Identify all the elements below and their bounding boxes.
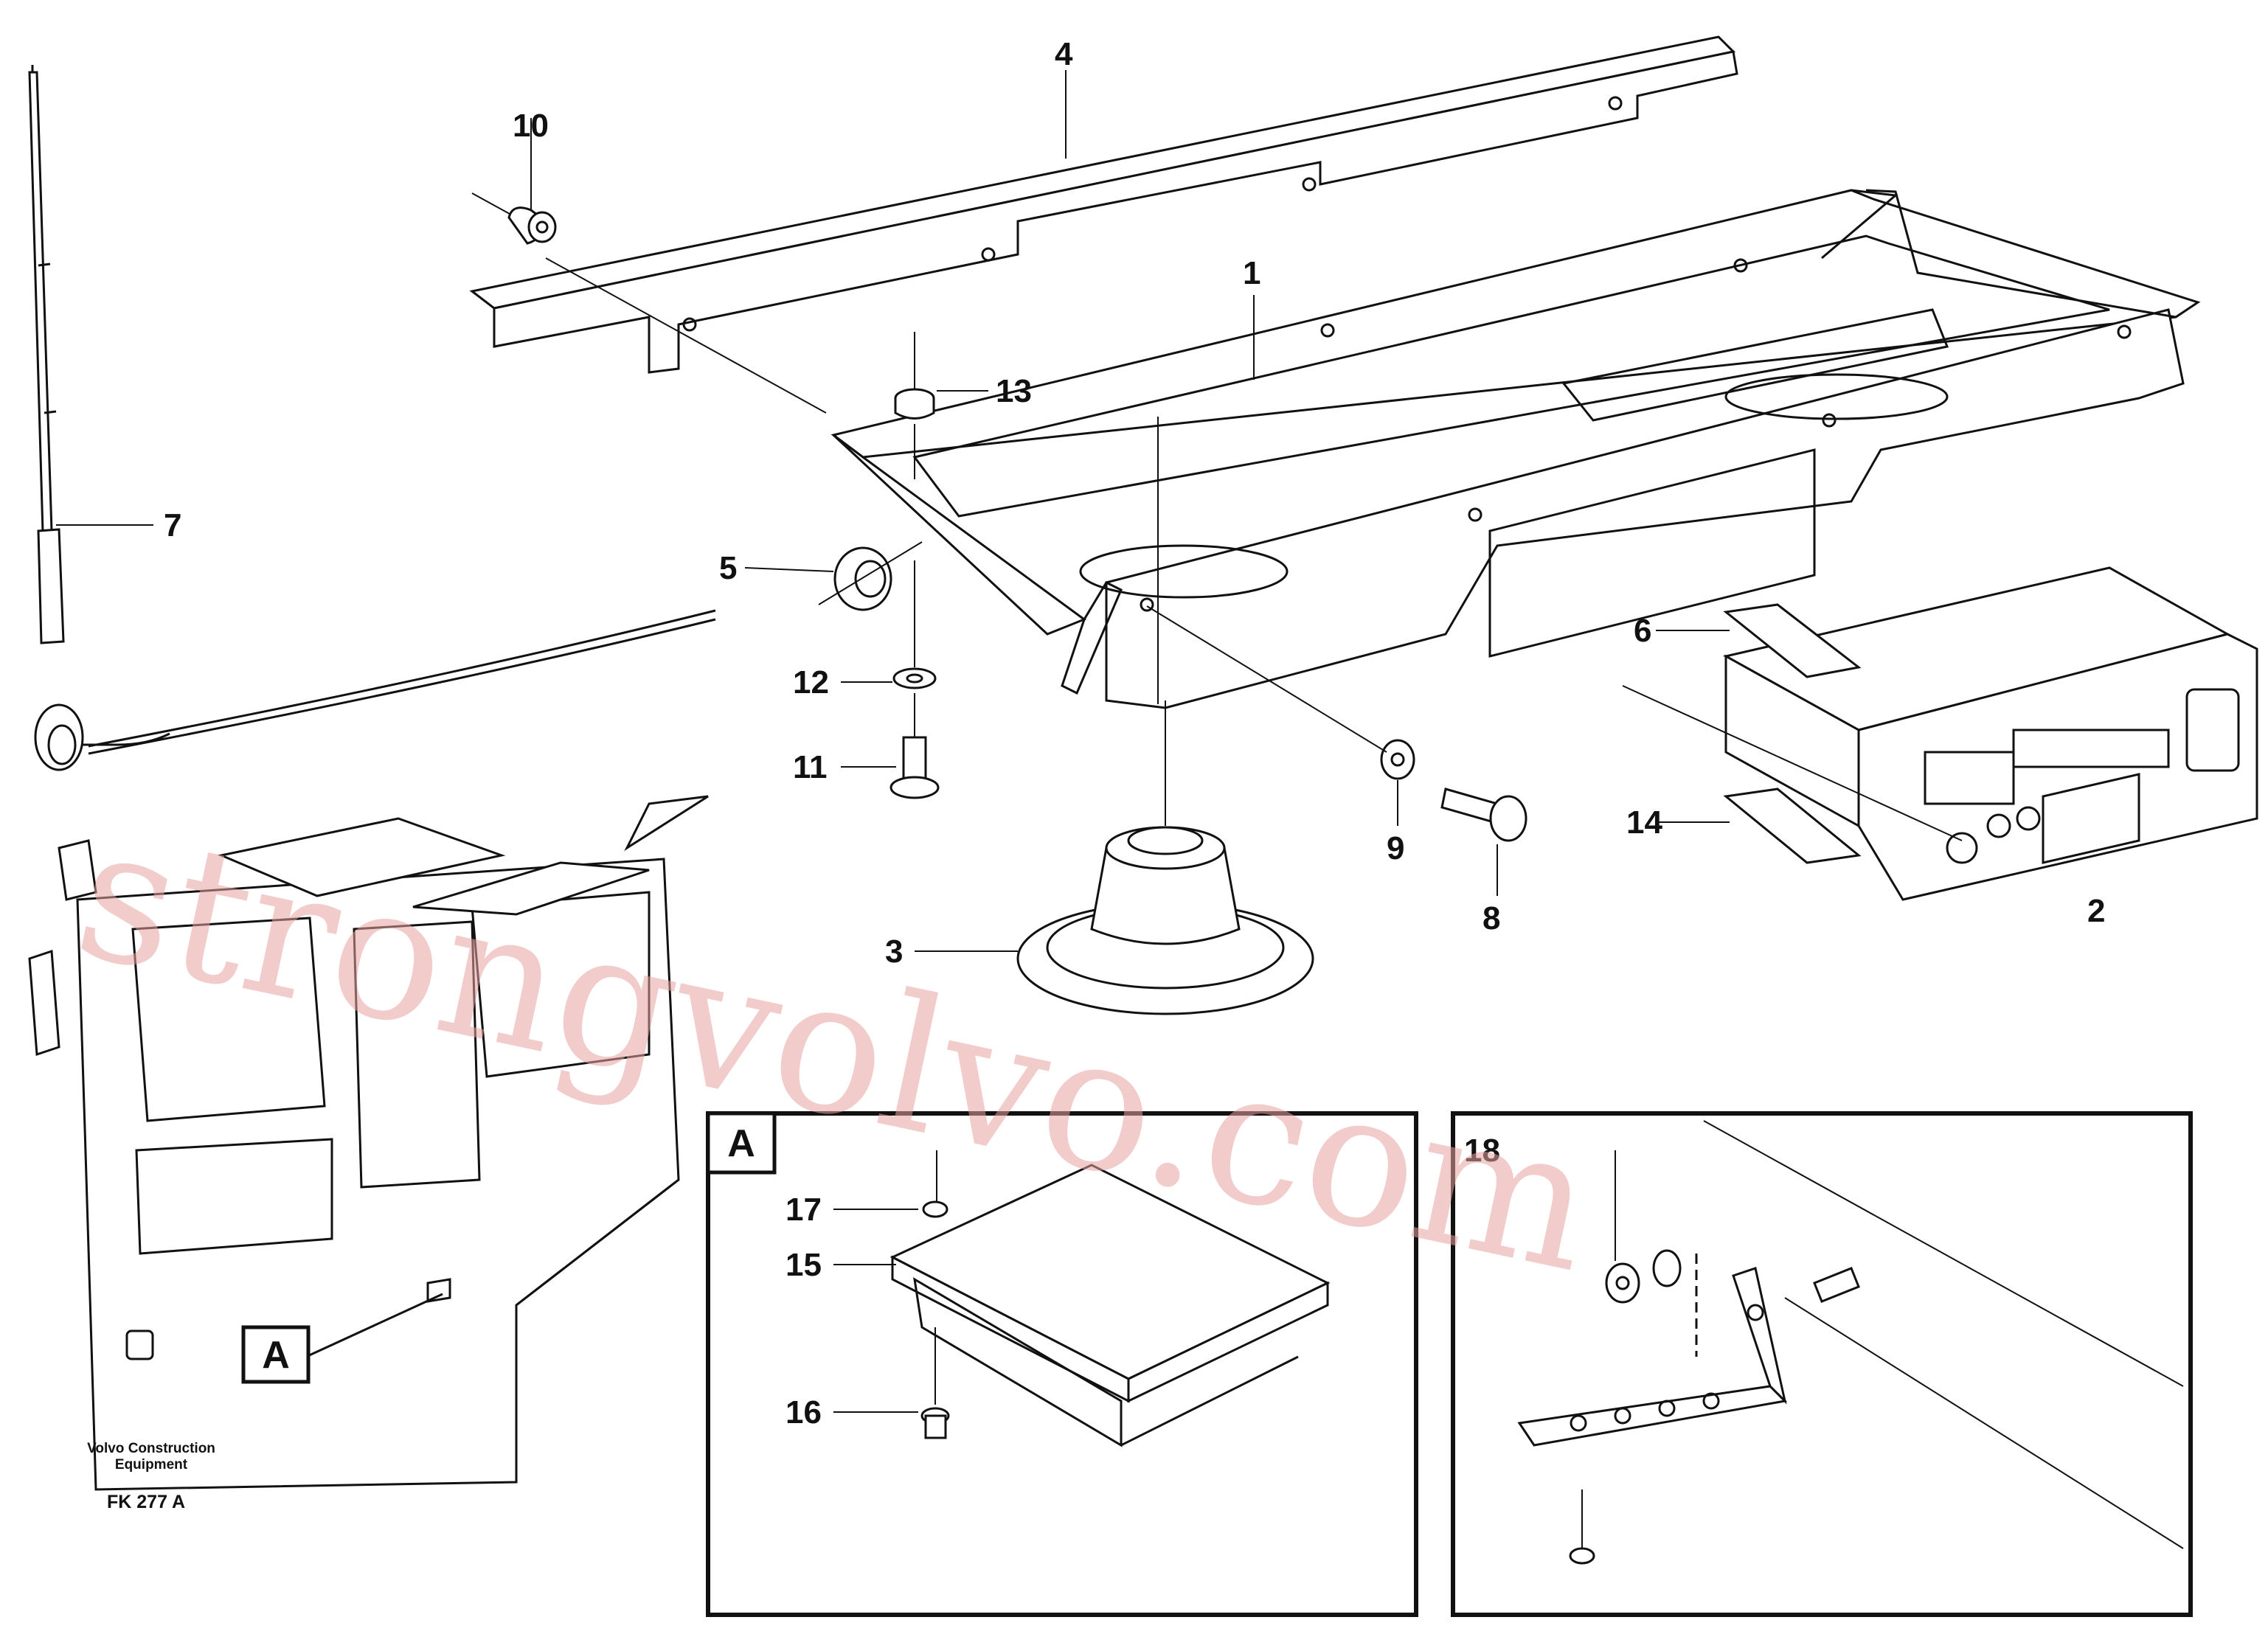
callout-16: 16 bbox=[786, 1394, 822, 1430]
callout-1: 1 bbox=[1243, 255, 1260, 291]
callout-18: 18 bbox=[1464, 1133, 1500, 1169]
callout-labels: 1 2 3 4 5 6 7 8 9 10 11 12 13 14 15 16 1… bbox=[164, 36, 2105, 1430]
detail-box-a-label: A bbox=[727, 1122, 755, 1165]
brand-line-2: Equipment bbox=[115, 1457, 188, 1473]
radio bbox=[1622, 566, 2258, 901]
cover-strip bbox=[469, 35, 1738, 414]
nut-13 bbox=[894, 332, 988, 479]
cab-detail-label: A bbox=[262, 1334, 290, 1377]
grommet-5 bbox=[744, 541, 923, 611]
speaker bbox=[915, 700, 1314, 1015]
callout-12: 12 bbox=[793, 664, 829, 700]
figure-code: FK 277 A bbox=[107, 1492, 185, 1512]
callout-9: 9 bbox=[1387, 830, 1404, 866]
callout-5: 5 bbox=[719, 550, 737, 586]
callout-2: 2 bbox=[2087, 893, 2105, 929]
callout-6: 6 bbox=[1634, 613, 1651, 649]
pad-14 bbox=[1656, 788, 1862, 864]
pad-6 bbox=[1656, 603, 1862, 678]
callout-15: 15 bbox=[786, 1247, 822, 1283]
callout-8: 8 bbox=[1482, 900, 1500, 936]
callout-3: 3 bbox=[885, 934, 903, 970]
callout-4: 4 bbox=[1055, 36, 1073, 72]
cab-detail-marker bbox=[241, 1325, 311, 1384]
brand-line-1: Volvo Construction bbox=[87, 1441, 215, 1456]
detail-box-18 bbox=[1451, 1111, 2193, 1617]
washer-9 bbox=[1146, 605, 1415, 826]
callout-11: 11 bbox=[793, 749, 828, 785]
callout-13: 13 bbox=[996, 373, 1032, 409]
console-tray bbox=[830, 189, 2201, 709]
screw-8 bbox=[1440, 788, 1527, 896]
washer-12 bbox=[841, 560, 937, 689]
callout-14: 14 bbox=[1626, 804, 1662, 841]
callout-10: 10 bbox=[513, 108, 549, 144]
callout-17: 17 bbox=[786, 1192, 822, 1228]
callout-7: 7 bbox=[164, 507, 181, 543]
screw-11 bbox=[841, 693, 940, 799]
cab: A bbox=[28, 795, 709, 1491]
nut-10 bbox=[471, 118, 557, 245]
detail-box-a: A bbox=[706, 1111, 1418, 1617]
antenna bbox=[28, 65, 716, 771]
